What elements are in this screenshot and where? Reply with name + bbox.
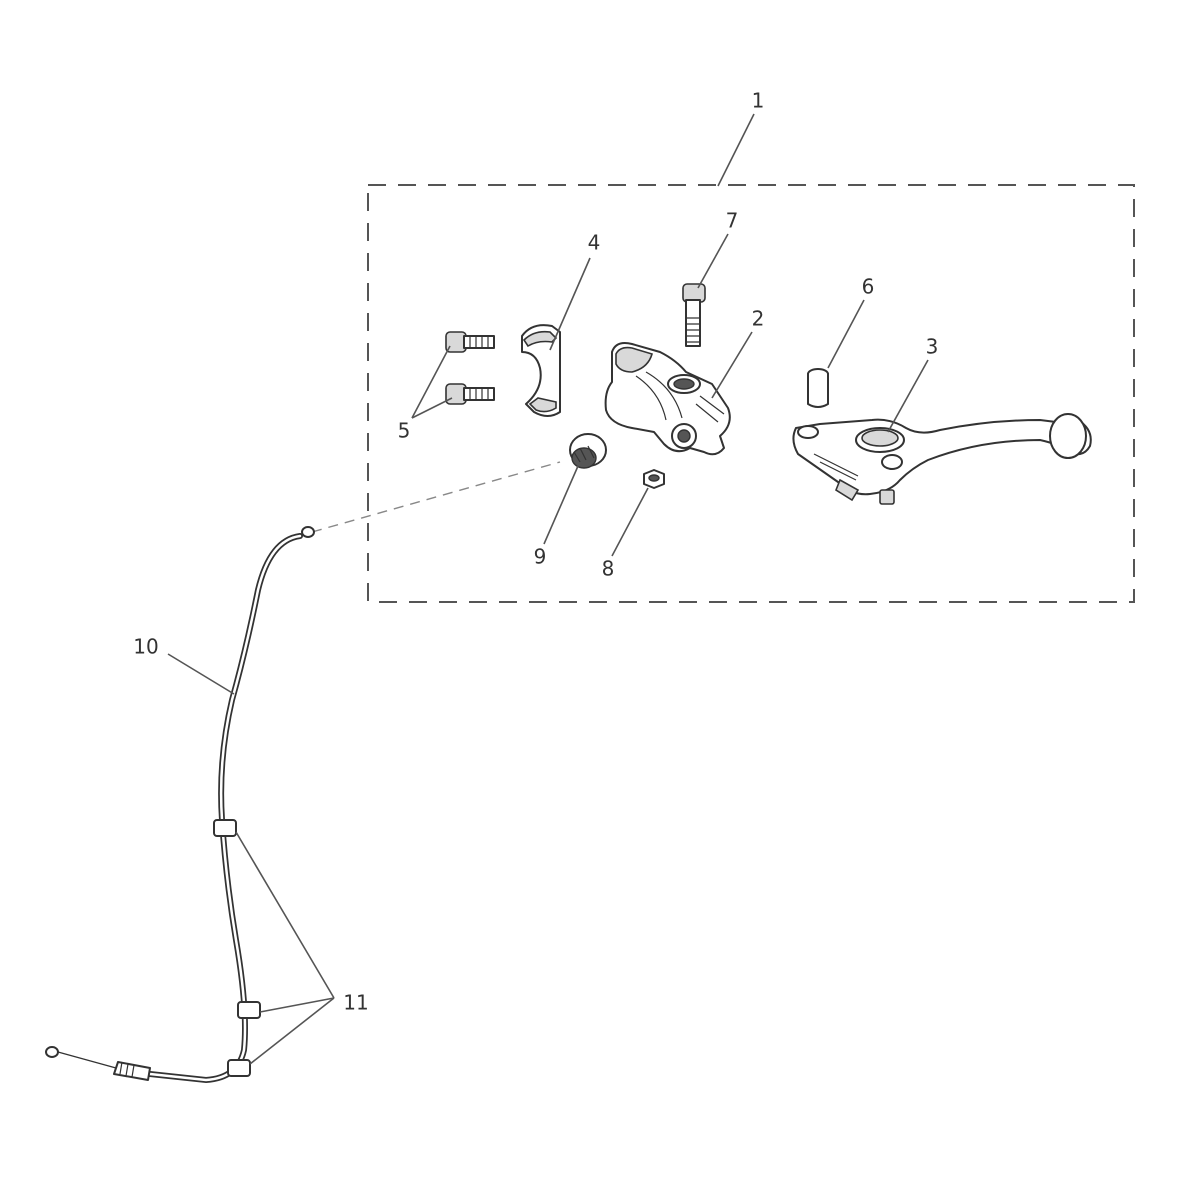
- callout-labels: 1 2 3 4 5 6 7 8 9 10 11: [133, 89, 938, 1015]
- part-9-adjuster: [569, 433, 607, 469]
- part-3-lever: [792, 413, 1092, 505]
- cap-screw-lower: [445, 383, 495, 405]
- leader-4: [549, 257, 591, 351]
- leader-9: [543, 465, 579, 545]
- callout-8: 8: [602, 557, 615, 581]
- callout-7: 7: [726, 209, 739, 233]
- part-6-bush: [807, 368, 829, 408]
- leader-8: [611, 487, 649, 557]
- callout-1: 1: [752, 89, 765, 113]
- cable-connection-dashed-line: [311, 461, 561, 533]
- callout-10: 10: [133, 635, 158, 659]
- leader-11a: [235, 831, 335, 999]
- callout-4: 4: [588, 231, 601, 255]
- leader-10: [167, 653, 235, 695]
- callout-6: 6: [862, 275, 875, 299]
- cap-screw-upper: [445, 331, 495, 353]
- leader-6: [827, 299, 865, 369]
- part-2-lever-bracket: [604, 342, 731, 456]
- callout-2: 2: [752, 307, 765, 331]
- leader-7: [697, 233, 729, 289]
- callout-5: 5: [398, 419, 411, 443]
- assembly-dashed-frame: [367, 184, 1135, 603]
- part-11-cable-clips: [213, 819, 261, 1077]
- part-7-bolt: [682, 283, 706, 347]
- callout-11: 11: [343, 991, 368, 1015]
- leader-lines: [167, 113, 929, 1065]
- part-10-cable: [45, 526, 315, 1084]
- leader-11c: [249, 997, 335, 1065]
- leader-3: [887, 359, 929, 433]
- part-5-cap-screws: [445, 331, 495, 405]
- part-4-clamp: [521, 324, 561, 417]
- leader-1: [717, 113, 755, 187]
- leader-11b: [259, 997, 335, 1013]
- leader-2: [711, 331, 753, 399]
- callout-9: 9: [534, 545, 547, 569]
- leader-5a: [411, 345, 451, 419]
- leader-5b: [411, 397, 453, 419]
- callout-3: 3: [926, 335, 939, 359]
- part-8-nut: [643, 469, 665, 489]
